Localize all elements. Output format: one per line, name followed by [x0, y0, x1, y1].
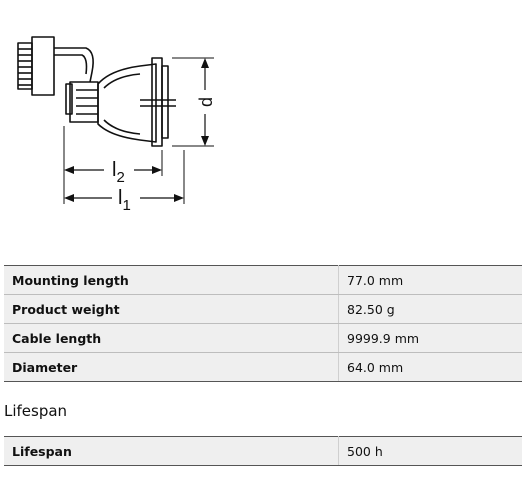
- spec-label: Product weight: [4, 294, 339, 324]
- spec-row-cable-length: Cable length 9999.9 mm: [4, 323, 522, 353]
- spec-row-lifespan: Lifespan 500 h: [4, 436, 522, 466]
- product-specs-table: Mounting length 77.0 mm Product weight 8…: [4, 265, 522, 382]
- dimension-label-l2: l2: [112, 159, 125, 186]
- connector-plug: [31, 36, 55, 96]
- dimension-label-l1: l1: [118, 187, 131, 214]
- lamp-dimension-drawing: d l2 l1: [0, 0, 230, 230]
- spec-label: Diameter: [4, 352, 339, 382]
- spec-value: 77.0 mm: [338, 265, 522, 295]
- spec-value: 64.0 mm: [338, 352, 522, 382]
- spec-value: 500 h: [338, 436, 522, 466]
- spec-label: Mounting length: [4, 265, 339, 295]
- lamp-base: [69, 81, 99, 123]
- spec-label: Cable length: [4, 323, 339, 353]
- dimension-label-d: d: [196, 97, 216, 107]
- spec-value: 9999.9 mm: [338, 323, 522, 353]
- section-title-lifespan: Lifespan: [4, 402, 68, 420]
- lamp-technical-drawing: d l2 l1: [17, 36, 216, 214]
- spec-row-mounting-length: Mounting length 77.0 mm: [4, 265, 522, 295]
- lifespan-table: Lifespan 500 h: [4, 436, 522, 466]
- cable: [54, 47, 94, 83]
- spec-row-product-weight: Product weight 82.50 g: [4, 294, 522, 324]
- spec-label: Lifespan: [4, 436, 339, 466]
- spec-value: 82.50 g: [338, 294, 522, 324]
- reflector: [97, 63, 157, 143]
- spec-row-diameter: Diameter 64.0 mm: [4, 352, 522, 382]
- front-flange: [151, 57, 163, 147]
- connector-pins: [17, 42, 33, 90]
